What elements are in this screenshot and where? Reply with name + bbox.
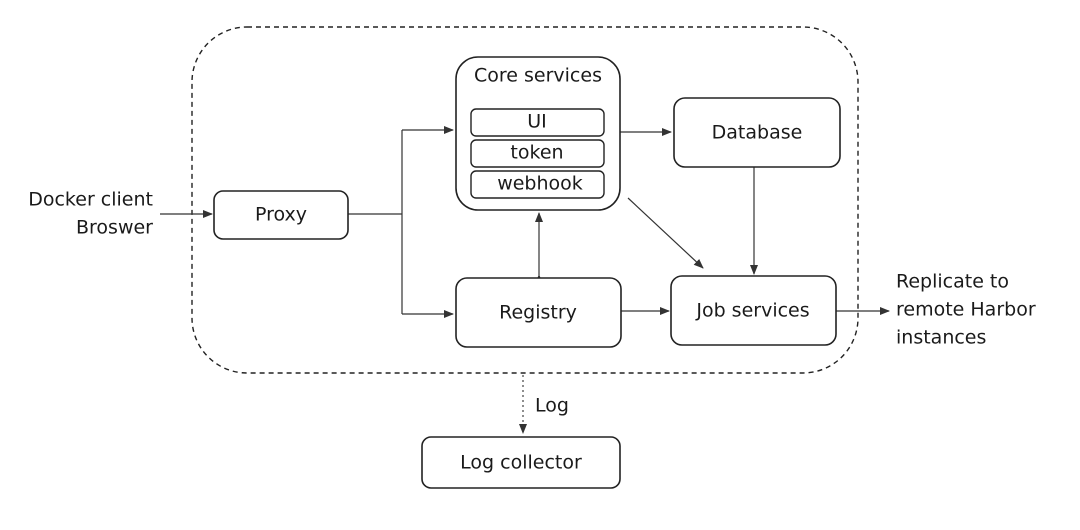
- core-item-token-label: token: [510, 142, 563, 164]
- output-label-line2: remote Harbor: [896, 299, 1036, 321]
- registry-node: Registry: [455, 277, 622, 348]
- log-edge-label: Log: [535, 395, 569, 417]
- core-services-node: Core services UI token webhook: [455, 56, 621, 211]
- proxy-node: Proxy: [213, 190, 349, 240]
- core-item-ui-label: UI: [527, 111, 547, 133]
- core-item-token: [470, 139, 605, 168]
- proxy-label: Proxy: [255, 204, 307, 226]
- registry-label: Registry: [499, 302, 577, 324]
- connectors: [160, 126, 890, 434]
- input-label-docker-client: Docker client: [28, 189, 153, 211]
- job-services-label: Job services: [695, 300, 809, 322]
- log-collector-node: Log collector: [421, 436, 621, 489]
- core-item-ui: [470, 108, 605, 137]
- core-item-webhook: [470, 170, 605, 199]
- database-node: Database: [673, 97, 841, 168]
- input-label-browser: Broswer: [76, 217, 153, 239]
- output-label-line3: instances: [896, 327, 986, 349]
- system-boundary: [191, 26, 859, 374]
- core-services-label: Core services: [474, 65, 602, 87]
- database-label: Database: [712, 122, 803, 144]
- core-to-job-arrow: [627, 197, 704, 269]
- core-item-webhook-label: webhook: [497, 173, 583, 195]
- job-services-node: Job services: [670, 275, 837, 346]
- output-label-line1: Replicate to: [896, 271, 1009, 293]
- log-collector-label: Log collector: [460, 452, 582, 474]
